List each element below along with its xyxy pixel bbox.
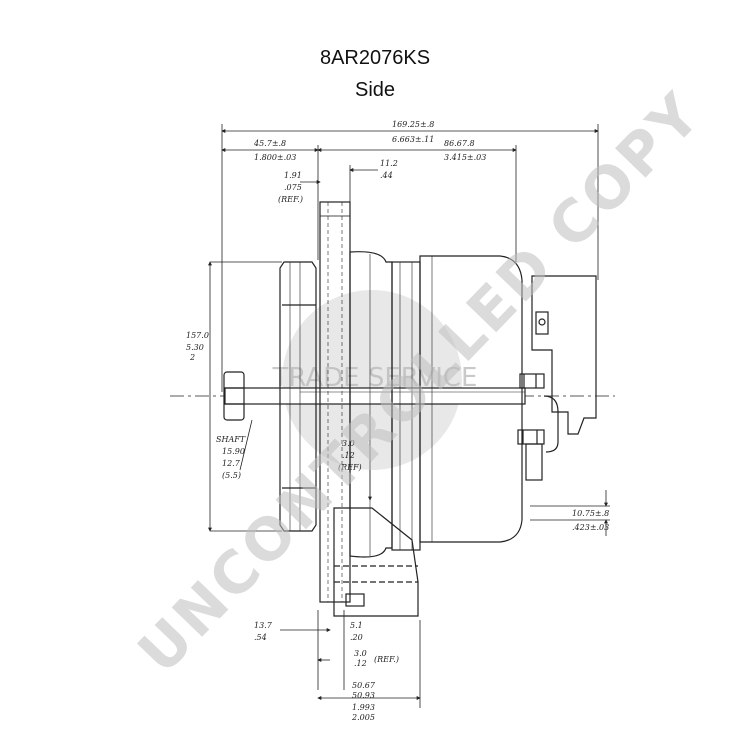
dim-top-ref: (REF.) — [278, 195, 303, 204]
dim-bottom-mm-a: 50.67 — [352, 681, 376, 690]
dim-left-in: 1.800±.03 — [254, 153, 296, 162]
shaft-dim-a: 15.90 — [222, 447, 245, 456]
dim-bottom-in-b: 2.005 — [351, 713, 375, 722]
shaft-label: SHAFT — [216, 435, 246, 444]
dim-bottom-mm-b: 50.93 — [352, 691, 375, 700]
dim-height-in: 5.30 — [186, 343, 204, 352]
dim-low-mid-mm: 5.1 — [350, 621, 363, 630]
dim-height-mm: 157.0 — [186, 331, 209, 340]
dim-ref-in: .12 — [354, 659, 367, 668]
dim-top-in: .075 — [284, 183, 302, 192]
part-number-title: 8AR2076KS — [319, 47, 431, 69]
dim-top-mm: 1.91 — [284, 171, 302, 180]
dim-left-mm: 45.7±.8 — [253, 139, 286, 148]
dim-mid-ref: (REF) — [338, 463, 362, 472]
dim-overall-in: 6.663±.11 — [392, 135, 434, 144]
dim-low-left-mm: 13.7 — [254, 621, 273, 630]
dim-gap-in: .44 — [380, 171, 393, 180]
dimension-lines — [208, 124, 610, 708]
dim-ref-mm: 3.0 — [354, 649, 367, 658]
alternator-outline — [170, 201, 615, 617]
dim-overall-mm: 169.25±.8 — [392, 120, 434, 129]
dim-low-mid-in: .20 — [350, 633, 363, 642]
dim-right-in: 3.415±.03 — [444, 153, 486, 162]
view-subtitle: Side — [354, 79, 396, 101]
shaft-dim-c: (5.5) — [222, 471, 241, 480]
dim-low-left-in: .54 — [254, 633, 267, 642]
dim-right-mm: 86.67.8 — [444, 139, 475, 148]
dim-height-ref: 2 — [189, 353, 195, 362]
dim-gap-mm: 11.2 — [380, 159, 398, 168]
dim-side-in: .423±.03 — [572, 523, 609, 532]
dim-ref-note: (REF.) — [374, 655, 399, 664]
dim-bottom-in-a: 1.993 — [352, 703, 375, 712]
dim-mid-in: .12 — [342, 451, 355, 460]
watermark-logo-circle — [282, 290, 462, 470]
shaft-dim-b: 12.7 — [222, 459, 241, 468]
dim-side-mm: 10.75±.8 — [572, 509, 609, 518]
dim-mid-mm: 3.0 — [342, 439, 355, 448]
